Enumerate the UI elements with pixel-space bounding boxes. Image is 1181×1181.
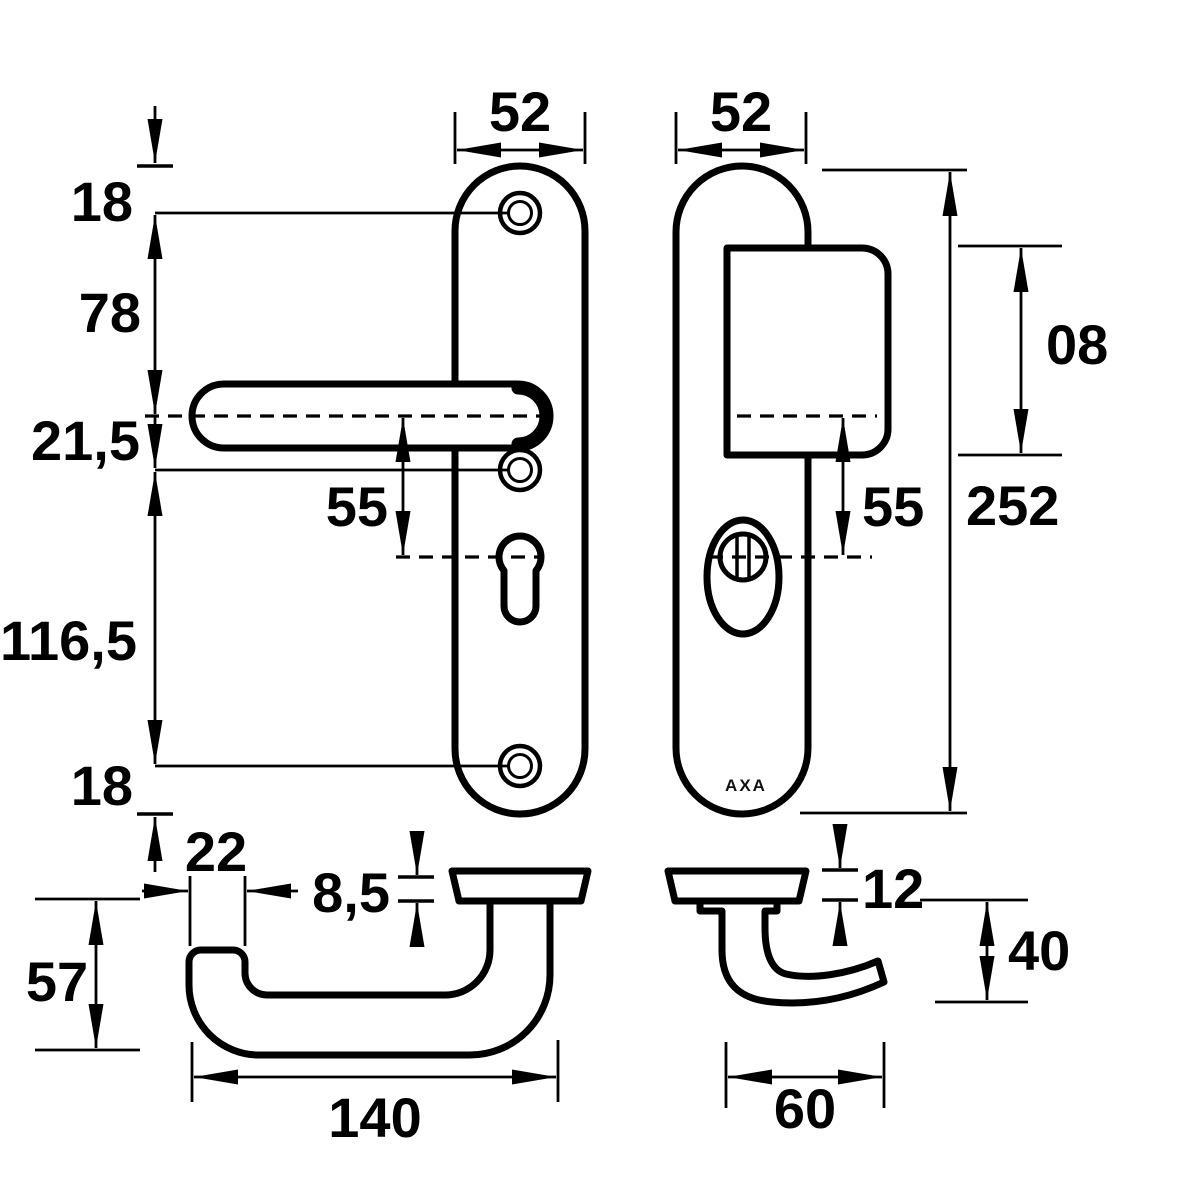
rear-view-plate: [672, 162, 892, 818]
dim-label-18-bottom: 18: [71, 754, 133, 817]
lever-neck-cap: [511, 381, 553, 451]
dim-label-21-5: 21,5: [31, 409, 140, 472]
screw-hole-bottom-inner: [507, 753, 533, 779]
dim-label-22: 22: [185, 820, 247, 883]
brand-logo-text: AXA: [725, 776, 767, 795]
dim-label-40: 40: [1008, 919, 1070, 982]
screw-hole-top-inner: [507, 200, 533, 226]
dim-label-252: 252: [966, 474, 1059, 537]
dim-label-60: 60: [774, 1077, 836, 1140]
screw-hole-top-outer: [497, 190, 543, 236]
screw-hole-mid-outer: [497, 447, 543, 493]
pull-side-view: [664, 867, 888, 1007]
dim-label-18-top: 18: [71, 170, 133, 233]
handle-rose-flange: [448, 867, 592, 905]
pull-rose-flange: [664, 867, 810, 905]
euro-keyhole: [495, 532, 545, 626]
front-lever-handle: [145, 380, 554, 452]
pull-profile-outline: [696, 897, 888, 1007]
dim-label-front-width: 52: [489, 80, 551, 143]
dim-label-78: 78: [79, 281, 141, 344]
dim-label-8-5: 8,5: [312, 861, 390, 924]
dim-label-55-rear: 55: [862, 475, 924, 538]
front-screw-holes: [497, 190, 543, 789]
dim-label-80: 08: [1046, 313, 1108, 376]
screw-hole-mid-inner: [507, 457, 533, 483]
screw-hole-bottom-outer: [497, 743, 543, 789]
dim-label-116-5: 116,5: [0, 609, 137, 672]
cylinder-guard: [703, 516, 872, 638]
handle-side-view: [185, 867, 592, 1059]
dim-label-140: 140: [328, 1086, 421, 1149]
grip-block-outline: [723, 244, 892, 459]
dim-label-57: 57: [26, 950, 88, 1013]
handle-profile-outline: [185, 897, 554, 1059]
dim-label-rear-width: 52: [710, 80, 772, 143]
dimension-annotations: 52 52 18 78 21,5 116,5 18 55 55 252: [0, 80, 1108, 1149]
dim-label-55-front: 55: [326, 475, 388, 538]
dim-label-12: 12: [862, 857, 924, 920]
